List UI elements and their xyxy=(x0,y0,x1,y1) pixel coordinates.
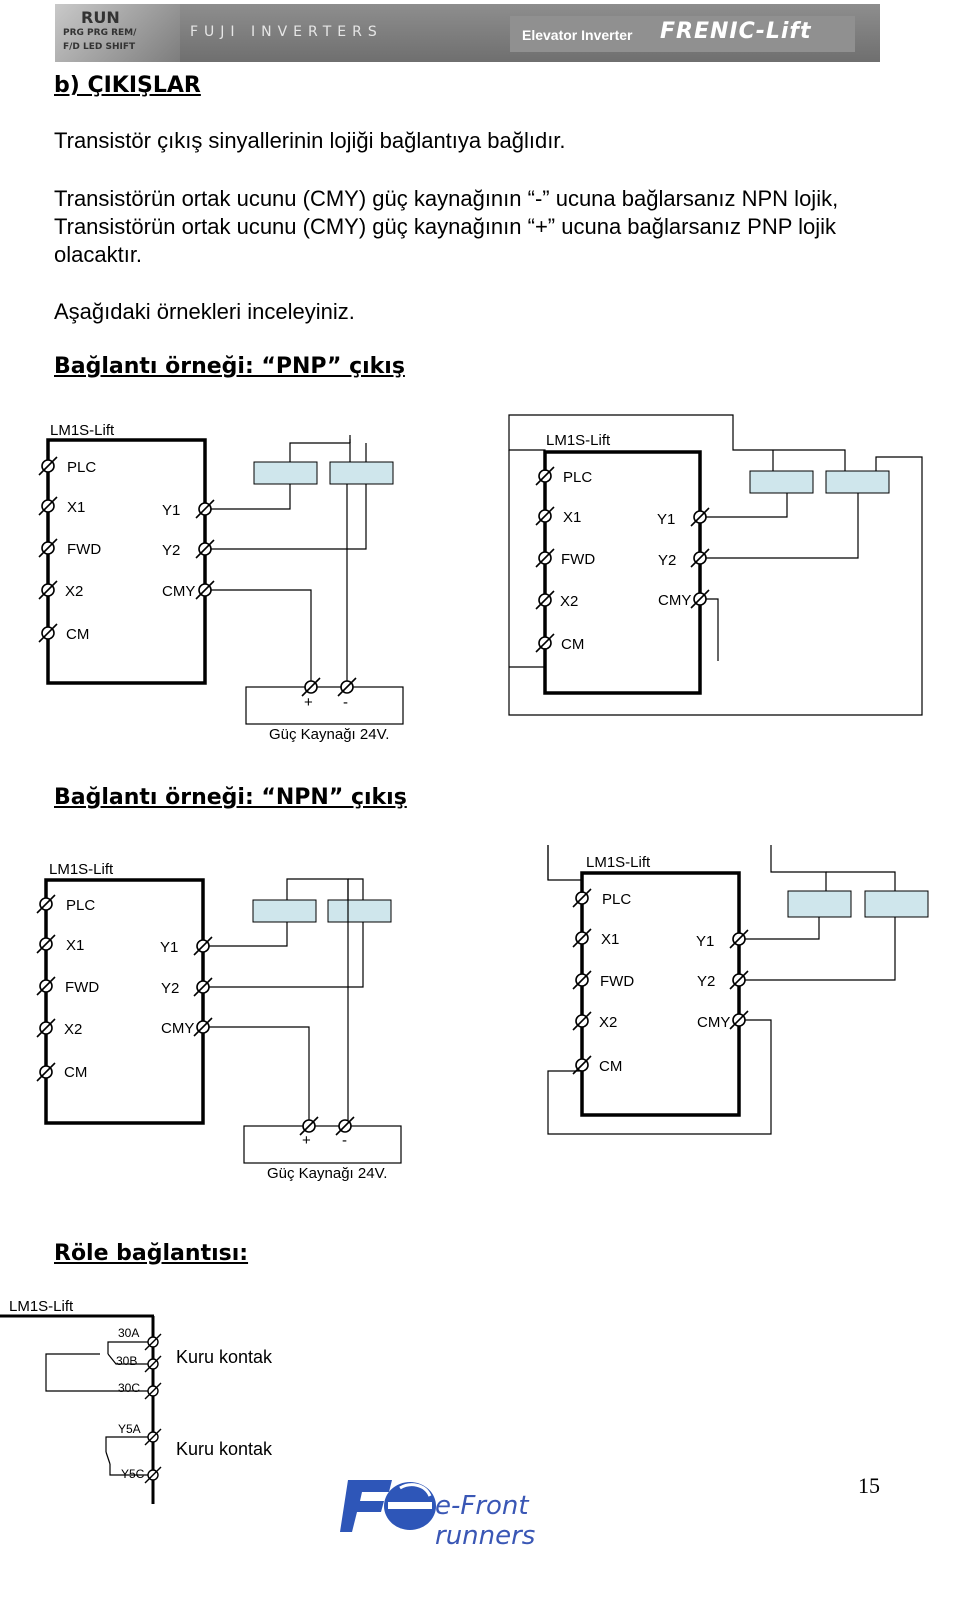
page-number: 15 xyxy=(858,1473,880,1498)
power-supply-box xyxy=(245,686,404,725)
svg-text:X2: X2 xyxy=(64,1021,82,1038)
left-terminals xyxy=(38,456,215,643)
svg-text:Y1: Y1 xyxy=(696,933,714,950)
logo-tagline: e-Front runners xyxy=(435,1491,536,1551)
svg-text:CM: CM xyxy=(64,1064,87,1081)
dry-contact-label-1: Kuru kontak xyxy=(176,1347,273,1367)
terminal-label-cm: CM xyxy=(66,626,89,643)
relay-device-label: LM1S-Lift xyxy=(9,1298,74,1315)
svg-text:FWD: FWD xyxy=(65,979,99,996)
svg-text:FWD: FWD xyxy=(561,551,595,568)
pnp-heading: Bağlantı örneği: “PNP” çıkış xyxy=(54,354,405,379)
svg-text:PLC: PLC xyxy=(563,469,592,486)
supply-label: Güç Kaynağı 24V. xyxy=(269,726,389,743)
svg-text:X1: X1 xyxy=(601,931,619,948)
npn-right-wires xyxy=(547,845,896,1135)
lcd-line-2: PRG PRG REM/ xyxy=(63,28,137,38)
company-logo: e-Front runners xyxy=(340,1474,610,1551)
relay-label-y5c: Y5C xyxy=(121,1467,145,1481)
header-banner: RUN PRG PRG REM/ F/D LED SHIFT FUJI INVE… xyxy=(55,4,880,62)
brand-strip: FUJI INVERTERS xyxy=(190,24,383,40)
device-label-right: LM1S-Lift xyxy=(546,432,611,449)
svg-text:CM: CM xyxy=(599,1058,622,1075)
pnp-wiring-diagram: LM1S-Lift PLC X1 FWD X2 CM Y1 Y2 CMY + -… xyxy=(38,414,923,743)
relay-wiring-diagram: LM1S-Lift 30A 30B 30C Y5A Y5C Kuru konta… xyxy=(0,1298,273,1504)
section-title: b) ÇIKIŞLAR xyxy=(54,73,201,98)
lcd-line-3: F/D LED SHIFT xyxy=(63,42,136,52)
svg-text:Y2: Y2 xyxy=(697,973,715,990)
paragraph-1: Transistör çıkış sinyallerinin lojiği ba… xyxy=(54,128,566,153)
npn-heading: Bağlantı örneği: “NPN” çıkış xyxy=(54,785,407,810)
svg-text:X1: X1 xyxy=(66,937,84,954)
relay-heading: Röle bağlantısı: xyxy=(54,1241,249,1266)
svg-text:X2: X2 xyxy=(560,593,578,610)
svg-text:PLC: PLC xyxy=(66,897,95,914)
svg-text:FWD: FWD xyxy=(600,973,634,990)
terminal-label-x2: X2 xyxy=(65,583,83,600)
terminal-fwd xyxy=(38,538,58,558)
elevator-label: Elevator Inverter xyxy=(522,27,633,43)
coil-2 xyxy=(329,461,394,485)
terminal-label-x1: X1 xyxy=(67,499,85,516)
paragraph-2-line-2: Transistörün ortak ucunu (CMY) güç kayna… xyxy=(54,214,836,239)
svg-text:X2: X2 xyxy=(599,1014,617,1031)
svg-text:CMY: CMY xyxy=(658,592,691,609)
terminal-label-cmy: CMY xyxy=(162,583,195,600)
relay-label-30b: 30B xyxy=(116,1354,137,1368)
lcd-run-text: RUN xyxy=(81,8,120,27)
pnp-right-wires xyxy=(508,414,923,716)
device-box xyxy=(46,438,207,685)
terminal-x2 xyxy=(38,580,58,600)
supply-plus-label: + xyxy=(304,694,313,711)
svg-text:Y1: Y1 xyxy=(657,511,675,528)
svg-text:CMY: CMY xyxy=(697,1014,730,1031)
paragraph-2-line-1: Transistörün ortak ucunu (CMY) güç kayna… xyxy=(54,186,839,211)
relay-label-30c: 30C xyxy=(118,1381,140,1395)
svg-text:+: + xyxy=(302,1132,311,1149)
svg-text:LM1S-Lift: LM1S-Lift xyxy=(586,854,651,871)
product-name: FRENIC-Lift xyxy=(660,19,812,44)
npn-wiring-diagram: LM1S-Lift PLC X1 FWD X2 CM Y1 Y2 CMY + -… xyxy=(36,845,929,1182)
svg-text:Y1: Y1 xyxy=(160,939,178,956)
terminal-label-y1: Y1 xyxy=(162,502,180,519)
relay-label-y5a: Y5A xyxy=(118,1422,141,1436)
relay-contact-wires xyxy=(45,1341,148,1476)
dry-contact-label-2: Kuru kontak xyxy=(176,1439,273,1459)
svg-text:Güç Kaynağı 24V.: Güç Kaynağı 24V. xyxy=(267,1165,387,1182)
terminal-label-fwd: FWD xyxy=(67,541,101,558)
fe-logo-mark xyxy=(340,1480,436,1532)
terminal-x1 xyxy=(38,496,58,516)
npn-left-wires xyxy=(209,878,364,1120)
supply-minus-label: - xyxy=(343,694,348,711)
coil-1 xyxy=(253,461,318,485)
paragraph-2-line-3: olacaktır. xyxy=(54,242,143,267)
relay-label-30a: 30A xyxy=(118,1326,139,1340)
terminal-label-y2: Y2 xyxy=(162,542,180,559)
svg-text:PLC: PLC xyxy=(602,891,631,908)
svg-text:X1: X1 xyxy=(563,509,581,526)
svg-text:Y2: Y2 xyxy=(658,552,676,569)
terminal-plc xyxy=(38,456,58,476)
device-box-right xyxy=(543,450,702,695)
terminal-label-plc: PLC xyxy=(67,459,96,476)
device-label: LM1S-Lift xyxy=(50,422,115,439)
pnp-left-wires xyxy=(211,435,367,684)
paragraph-3: Aşağıdaki örnekleri inceleyiniz. xyxy=(54,299,355,324)
svg-text:-: - xyxy=(342,1132,347,1149)
terminal-cm xyxy=(38,623,58,643)
svg-text:Y2: Y2 xyxy=(161,980,179,997)
svg-text:CMY: CMY xyxy=(161,1020,194,1037)
svg-text:CM: CM xyxy=(561,636,584,653)
svg-text:LM1S-Lift: LM1S-Lift xyxy=(49,861,114,878)
keypad-display-image: RUN PRG PRG REM/ F/D LED SHIFT xyxy=(55,4,180,62)
product-plate: Elevator Inverter FRENIC-Lift xyxy=(510,16,855,52)
